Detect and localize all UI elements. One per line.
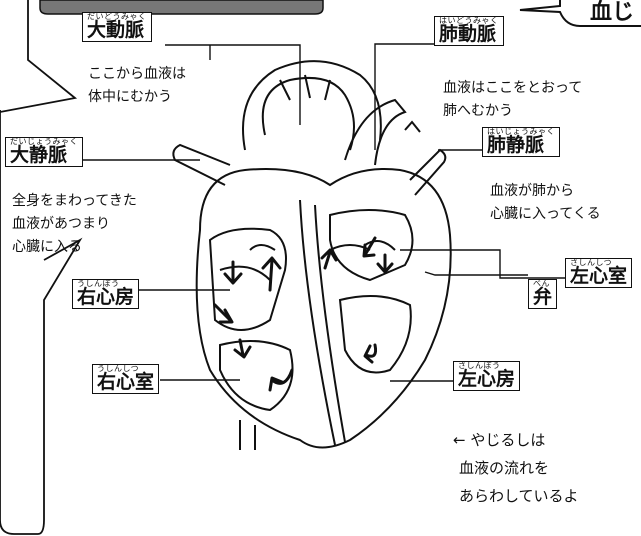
label-pulmonary-vein-term: 肺静脈 [487,134,545,157]
label-right-ventricle-reading: うしんしつ [97,364,140,373]
label-valve-reading: べん [533,279,550,288]
arrow-8 [376,253,394,274]
label-pulmonary-vein-reading: はいじょうみゃく [487,127,555,136]
arrow-legend-line-3: あらわしているよ [459,487,579,505]
label-aorta-term: 大動脈 [87,19,145,42]
label-left-atrium: さしんぼう 左心房 [453,361,521,392]
label-valve: べん 弁 [528,279,558,310]
top-right-bubble [519,0,641,27]
label-left-ventricle: さしんしつ 左心室 [565,258,633,289]
arrow-legend-line-1: ← やじるしは [453,431,546,449]
label-aorta: だいどうみゃく 大動脈 [82,12,152,43]
arrow-4 [233,338,252,359]
arrow-1 [223,260,243,285]
arrow-7 [362,236,377,258]
label-pulmonary-artery-reading: はいどうみゃく [439,16,499,25]
label-pulmonary-artery: はいどうみゃく 肺動脈 [434,16,504,47]
arrow-6 [320,248,338,270]
arrow-5 [268,368,294,392]
label-vena-cava-term: 大静脈 [10,144,68,167]
header-bar [39,0,324,15]
label-right-atrium-term: 右心房 [77,286,135,309]
label-left-ventricle-reading: さしんしつ [570,258,613,267]
label-right-ventricle: うしんしつ 右心室 [92,364,160,395]
heart-drawing [172,60,452,450]
label-right-ventricle-term: 右心室 [97,371,155,394]
vena-cava-description: 全身をまわってきた 血液があつまり 心臓に入る [12,193,137,255]
label-left-atrium-reading: さしんぼう [458,361,501,370]
pulmonary-vein-description: 血液が肺から 心臓に入ってくる [490,183,601,222]
pulmonary-artery-description: 血液はここをとおって 肺へむかう [443,80,583,119]
arrow-legend-line-2: 血液の流れを [459,459,550,477]
arrow-2 [261,256,282,292]
label-left-atrium-term: 左心房 [458,368,516,391]
page-title-fragment: 血じ [590,0,635,25]
arrow-9 [363,343,378,364]
left-bubble-outline [0,0,83,535]
label-right-atrium-reading: うしんぼう [77,279,120,288]
arrow-3 [213,303,234,324]
label-valve-term: 弁 [533,286,553,309]
flow-arrows [213,236,394,392]
label-left-ventricle-term: 左心室 [570,265,628,288]
arrow-legend: ← やじるしは 血液の流れを あらわしているよ [453,426,579,510]
label-vena-cava-reading: だいじょうみゃく [10,137,78,146]
label-pulmonary-artery-term: 肺動脈 [439,23,497,46]
label-right-atrium: うしんぼう 右心房 [72,279,140,310]
aorta-description: ここから血液は 体中にむかう [88,66,186,105]
label-aorta-reading: だいどうみゃく [87,12,147,21]
label-pulmonary-vein: はいじょうみゃく 肺静脈 [482,127,560,158]
label-vena-cava: だいじょうみゃく 大静脈 [5,137,83,168]
